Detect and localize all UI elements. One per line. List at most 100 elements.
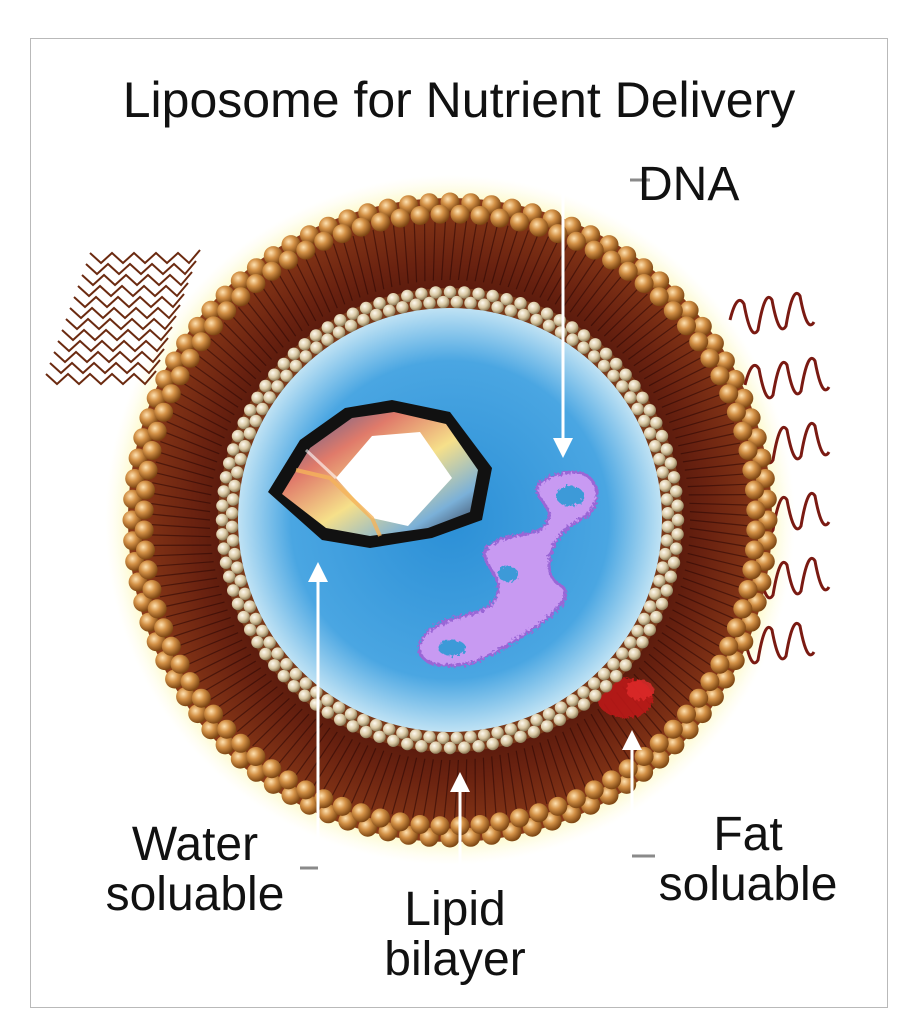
outer-head xyxy=(562,216,582,236)
inner-head xyxy=(464,730,477,744)
outer-head xyxy=(188,316,208,336)
outer-head xyxy=(677,704,696,724)
outer-head xyxy=(618,759,638,779)
label-water-line1: Water xyxy=(131,818,259,871)
outer-head xyxy=(299,225,319,245)
inner-head xyxy=(256,402,269,416)
inner-head xyxy=(227,443,240,456)
outer-head xyxy=(430,816,450,836)
inner-head xyxy=(643,427,657,440)
inner-head xyxy=(228,547,241,561)
inner-head xyxy=(237,416,250,430)
inner-head xyxy=(321,321,334,334)
fat-arrowhead xyxy=(622,730,642,750)
outer-head xyxy=(562,804,582,824)
inner-head xyxy=(225,520,239,533)
outer-head xyxy=(318,216,338,236)
outer-head xyxy=(548,796,568,816)
inner-head xyxy=(464,296,477,310)
inner-head xyxy=(298,689,311,702)
outer-head xyxy=(134,500,154,520)
inner-head xyxy=(554,326,568,339)
inner-head xyxy=(321,694,334,707)
inner-head xyxy=(223,457,236,470)
inner-head xyxy=(661,507,675,520)
inner-head xyxy=(517,718,530,732)
inner-head xyxy=(223,570,236,583)
outer-head xyxy=(371,808,390,828)
outer-head xyxy=(170,366,190,386)
outer-head xyxy=(510,808,529,828)
outer-head xyxy=(138,460,158,480)
inner-head xyxy=(226,493,240,506)
inner-head xyxy=(321,333,334,346)
inner-head xyxy=(373,730,386,743)
wavy-tail xyxy=(728,291,816,335)
outer-head xyxy=(649,733,669,753)
outer-head xyxy=(138,560,158,580)
outer-head xyxy=(332,796,352,816)
inner-head xyxy=(437,295,450,309)
outer-head xyxy=(201,300,221,320)
inner-head xyxy=(401,289,414,303)
inner-head xyxy=(500,293,513,306)
diagram-title: Liposome for Nutrient Delivery xyxy=(122,72,796,128)
outer-head xyxy=(154,402,174,422)
leader-arrowheads xyxy=(308,438,642,792)
label-dna-text: DNA xyxy=(638,158,740,211)
inner-head xyxy=(359,725,373,739)
outer-head xyxy=(617,246,637,266)
outer-head xyxy=(602,250,622,270)
fringe-strand xyxy=(89,249,201,265)
outer-head xyxy=(191,688,211,708)
inner-head xyxy=(409,729,423,742)
inner-head xyxy=(656,561,669,574)
outer-head xyxy=(146,632,166,652)
inner-head xyxy=(643,600,657,613)
outer-head xyxy=(281,235,301,255)
inner-head xyxy=(259,379,272,393)
inner-head xyxy=(607,658,620,671)
inner-head xyxy=(437,731,450,745)
inner-head xyxy=(599,347,613,360)
inner-head xyxy=(486,737,499,751)
inner-head xyxy=(450,731,463,745)
inner-head xyxy=(540,307,554,320)
inner-head xyxy=(660,584,673,597)
inner-head xyxy=(244,404,257,417)
inner-head xyxy=(263,636,276,649)
outer-head xyxy=(134,520,154,540)
inner-head xyxy=(370,308,383,322)
inner-head xyxy=(667,556,681,569)
inner-head xyxy=(638,414,651,428)
inner-head xyxy=(299,677,312,690)
outer-head xyxy=(634,747,654,766)
inner-head xyxy=(280,369,293,382)
inner-head xyxy=(277,357,290,371)
outer-head xyxy=(679,720,699,740)
inner-head xyxy=(624,636,637,649)
inner-head xyxy=(650,610,663,624)
inner-head xyxy=(616,647,629,660)
outer-head xyxy=(231,287,251,307)
inner-head xyxy=(653,574,666,587)
outer-head xyxy=(663,301,683,321)
outer-head xyxy=(726,618,746,638)
outer-head xyxy=(215,285,235,305)
inner-head xyxy=(671,499,684,512)
outer-head xyxy=(262,759,282,779)
inner-head xyxy=(231,466,244,479)
inner-head xyxy=(599,680,613,693)
inner-head xyxy=(607,369,620,382)
outer-head xyxy=(599,235,619,255)
inner-head xyxy=(458,741,471,754)
outer-head xyxy=(165,669,185,689)
inner-head xyxy=(357,713,370,727)
outer-head xyxy=(136,540,155,560)
outer-head xyxy=(217,719,237,739)
inner-head xyxy=(396,301,409,314)
inner-head xyxy=(268,368,281,381)
inner-head xyxy=(277,669,290,683)
outer-head xyxy=(584,780,604,800)
